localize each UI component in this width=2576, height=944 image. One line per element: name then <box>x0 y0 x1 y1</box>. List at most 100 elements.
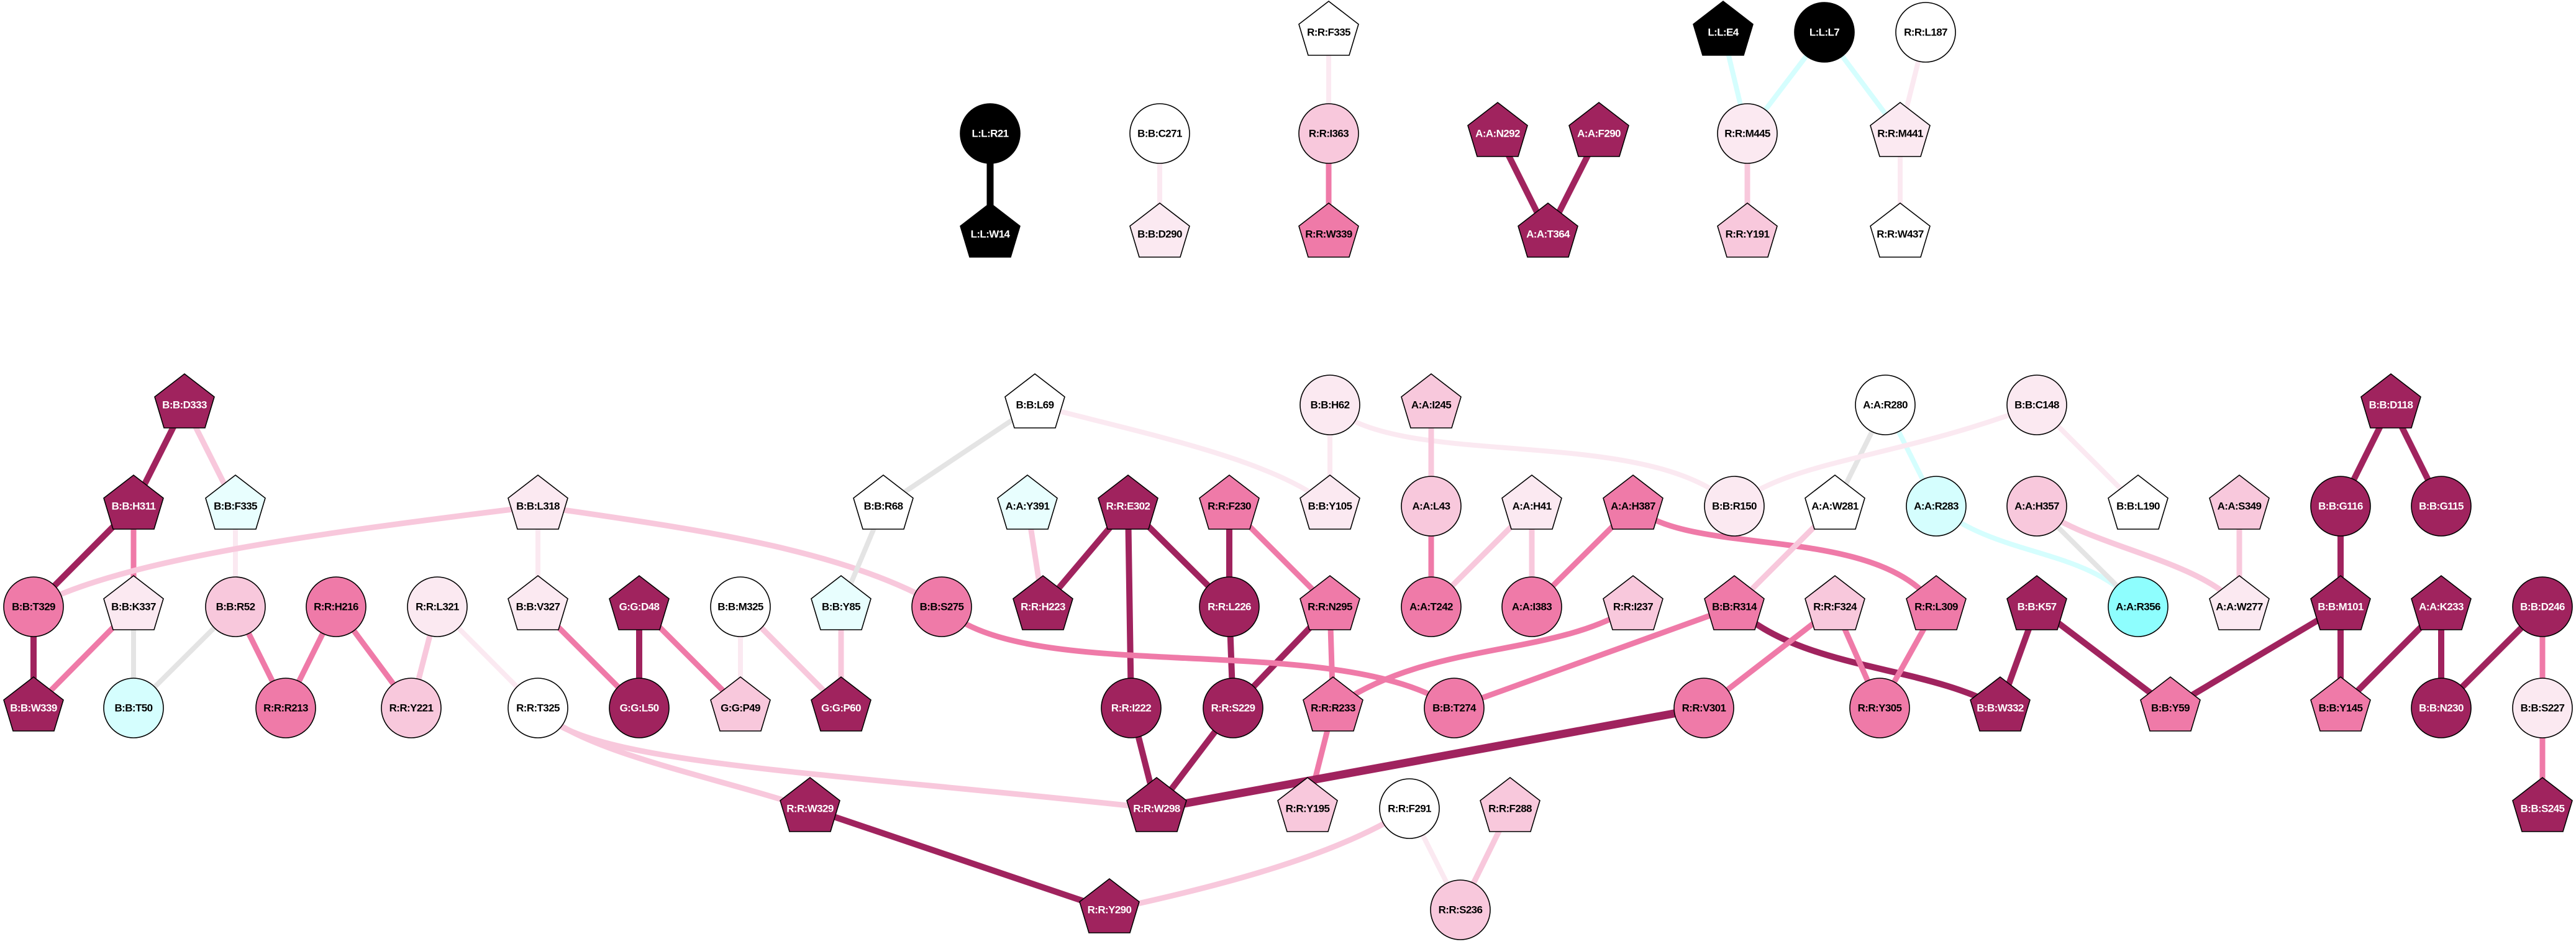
node-g-g-p49[interactable]: G:G:P49 <box>710 676 771 732</box>
node-b-b-l190[interactable]: B:B:L190 <box>2108 474 2169 530</box>
node-b-b-m101[interactable]: B:B:M101 <box>2310 574 2371 630</box>
node-b-b-f335[interactable]: B:B:F335 <box>205 474 266 530</box>
node-r-r-l321[interactable]: R:R:L321 <box>407 576 468 637</box>
node-b-b-t329[interactable]: B:B:T329 <box>3 576 64 637</box>
node-r-r-y221[interactable]: R:R:Y221 <box>381 678 442 738</box>
node-r-r-f288[interactable]: R:R:F288 <box>1480 776 1541 832</box>
node-r-r-l309[interactable]: R:R:L309 <box>1906 574 1967 630</box>
node-r-r-w329[interactable]: R:R:W329 <box>780 776 840 832</box>
node-b-b-r314[interactable]: B:B:R314 <box>1704 574 1765 630</box>
node-b-b-s227[interactable]: B:B:S227 <box>2512 678 2573 738</box>
node-b-b-k57[interactable]: B:B:K57 <box>2006 574 2067 630</box>
node-r-r-y191[interactable]: R:R:Y191 <box>1717 202 1778 258</box>
node-b-b-y85[interactable]: B:B:Y85 <box>811 574 872 630</box>
node-r-r-s229[interactable]: R:R:S229 <box>1203 678 1263 738</box>
node-b-b-y145[interactable]: B:B:Y145 <box>2310 676 2371 732</box>
node-l-l-w14[interactable]: L:L:W14 <box>960 202 1021 258</box>
node-label: B:B:T329 <box>12 601 55 613</box>
node-b-b-d290[interactable]: B:B:D290 <box>1129 202 1190 258</box>
node-a-a-f290[interactable]: A:A:F290 <box>1568 101 1629 157</box>
node-r-r-m441[interactable]: R:R:M441 <box>1870 101 1931 157</box>
node-b-b-s245[interactable]: B:B:S245 <box>2512 776 2573 832</box>
node-b-b-g116[interactable]: B:B:G116 <box>2310 476 2371 537</box>
node-r-r-m445[interactable]: R:R:M445 <box>1717 103 1778 164</box>
node-a-a-w277[interactable]: A:A:W277 <box>2209 574 2270 630</box>
node-g-g-l50[interactable]: G:G:L50 <box>609 678 670 738</box>
node-b-b-m325[interactable]: B:B:M325 <box>710 576 771 637</box>
node-b-b-y59[interactable]: B:B:Y59 <box>2140 676 2201 732</box>
node-l-l-l7[interactable]: L:L:L7 <box>1794 2 1855 63</box>
node-r-r-h223[interactable]: R:R:H223 <box>1013 574 1073 630</box>
node-b-b-l69[interactable]: B:B:L69 <box>1004 373 1065 429</box>
node-r-r-r233[interactable]: R:R:R233 <box>1303 676 1363 732</box>
node-l-l-r21[interactable]: L:L:R21 <box>960 103 1021 164</box>
node-label: G:G:P49 <box>721 702 760 714</box>
node-b-b-v327[interactable]: B:B:V327 <box>507 574 568 630</box>
node-a-a-i383[interactable]: A:A:I383 <box>1501 576 1562 637</box>
node-r-r-w437[interactable]: R:R:W437 <box>1870 202 1931 258</box>
node-a-a-w281[interactable]: A:A:W281 <box>1805 474 1865 530</box>
node-r-r-r213[interactable]: R:R:R213 <box>255 678 316 738</box>
node-a-a-h387[interactable]: A:A:H387 <box>1603 474 1663 530</box>
node-b-b-c271[interactable]: B:B:C271 <box>1129 103 1190 164</box>
node-r-r-e302[interactable]: R:R:E302 <box>1098 474 1158 530</box>
node-b-b-s275[interactable]: B:B:S275 <box>911 576 972 637</box>
node-r-r-f291[interactable]: R:R:F291 <box>1379 778 1440 839</box>
node-g-g-p60[interactable]: G:G:P60 <box>811 676 872 732</box>
node-r-r-w339[interactable]: R:R:W339 <box>1298 202 1359 258</box>
node-r-r-v301[interactable]: R:R:V301 <box>1673 678 1734 738</box>
node-b-b-d118[interactable]: B:B:D118 <box>2360 373 2421 429</box>
node-g-g-d48[interactable]: G:G:D48 <box>609 574 670 630</box>
node-a-a-s349[interactable]: A:A:S349 <box>2209 474 2270 530</box>
node-r-r-i237[interactable]: R:R:I237 <box>1603 574 1663 630</box>
node-b-b-r52[interactable]: B:B:R52 <box>205 576 266 637</box>
node-b-b-t274[interactable]: B:B:T274 <box>1424 678 1485 738</box>
circle-node-shape <box>2108 576 2169 637</box>
node-b-b-r68[interactable]: B:B:R68 <box>853 474 914 530</box>
node-r-r-f230[interactable]: R:R:F230 <box>1199 474 1260 530</box>
node-r-r-n295[interactable]: R:R:N295 <box>1299 574 1360 630</box>
node-b-b-t50[interactable]: B:B:T50 <box>103 678 164 738</box>
node-r-r-l226[interactable]: R:R:L226 <box>1199 576 1260 637</box>
node-b-b-d333[interactable]: B:B:D333 <box>154 373 215 429</box>
node-r-r-w298[interactable]: R:R:W298 <box>1126 776 1187 832</box>
node-b-b-k337[interactable]: B:B:K337 <box>103 574 164 630</box>
node-a-a-y391[interactable]: A:A:Y391 <box>997 474 1058 530</box>
node-a-a-l43[interactable]: A:A:L43 <box>1401 476 1462 537</box>
node-r-r-f335[interactable]: R:R:F335 <box>1298 0 1359 56</box>
node-a-a-r280[interactable]: A:A:R280 <box>1855 374 1916 435</box>
pentagon-node-shape <box>1805 574 1865 630</box>
node-r-r-l187[interactable]: R:R:L187 <box>1895 2 1956 63</box>
node-r-r-h216[interactable]: R:R:H216 <box>306 576 366 637</box>
node-a-a-r356[interactable]: A:A:R356 <box>2108 576 2169 637</box>
node-b-b-w332[interactable]: B:B:W332 <box>1970 676 2031 732</box>
node-a-a-i245[interactable]: A:A:I245 <box>1401 373 1462 429</box>
node-r-r-y195[interactable]: R:R:Y195 <box>1277 776 1338 832</box>
node-b-b-y105[interactable]: B:B:Y105 <box>1299 474 1360 530</box>
node-b-b-d246[interactable]: B:B:D246 <box>2512 576 2573 637</box>
node-r-r-s236[interactable]: R:R:S236 <box>1430 879 1491 940</box>
node-b-b-h62[interactable]: B:B:H62 <box>1299 374 1360 435</box>
pentagon-node-shape <box>2512 776 2573 832</box>
node-b-b-c148[interactable]: B:B:C148 <box>2006 374 2067 435</box>
node-a-a-t242[interactable]: A:A:T242 <box>1401 576 1462 637</box>
node-b-b-w339[interactable]: B:B:W339 <box>3 676 64 732</box>
node-b-b-n230[interactable]: B:B:N230 <box>2411 678 2472 738</box>
node-r-r-y305[interactable]: R:R:Y305 <box>1849 678 1910 738</box>
node-a-a-r283[interactable]: A:A:R283 <box>1906 476 1967 537</box>
node-a-a-k233[interactable]: A:A:K233 <box>2411 574 2472 630</box>
node-b-b-g115[interactable]: B:B:G115 <box>2411 476 2472 537</box>
node-b-b-h311[interactable]: B:B:H311 <box>103 474 164 530</box>
node-r-r-t325[interactable]: R:R:T325 <box>507 678 568 738</box>
node-r-r-i363[interactable]: R:R:I363 <box>1298 103 1359 164</box>
node-r-r-f324[interactable]: R:R:F324 <box>1805 574 1865 630</box>
node-a-a-h357[interactable]: A:A:H357 <box>2006 476 2067 537</box>
node-b-b-l318[interactable]: B:B:L318 <box>507 474 568 530</box>
node-r-r-y290[interactable]: R:R:Y290 <box>1079 878 1140 933</box>
node-a-a-n292[interactable]: A:A:N292 <box>1467 101 1528 157</box>
node-l-l-e4[interactable]: L:L:E4 <box>1693 0 1754 56</box>
node-r-r-i222[interactable]: R:R:I222 <box>1101 678 1162 738</box>
node-b-b-r150[interactable]: B:B:R150 <box>1704 476 1765 537</box>
node-a-a-h41[interactable]: A:A:H41 <box>1501 474 1562 530</box>
node-a-a-t364[interactable]: A:A:T364 <box>1518 202 1578 258</box>
